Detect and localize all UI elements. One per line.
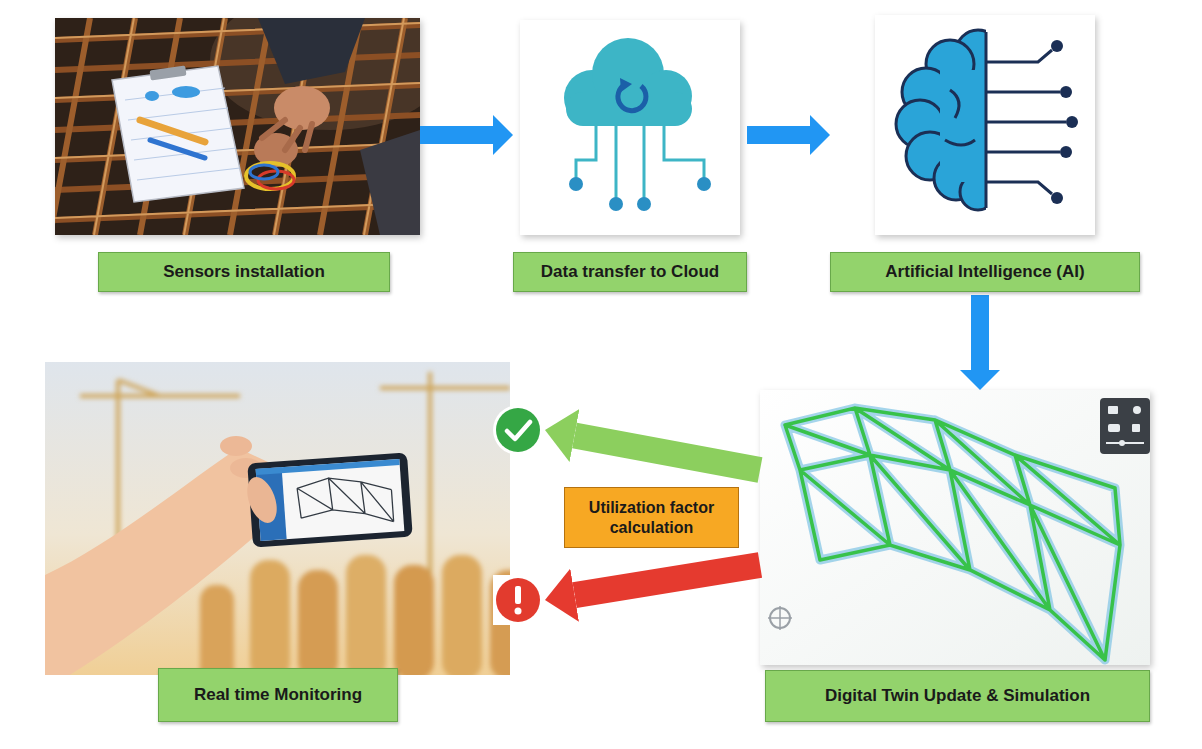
icon-ring bbox=[493, 575, 543, 625]
rebar-highlights bbox=[55, 18, 420, 235]
truss-members bbox=[785, 408, 1120, 660]
screen-truss bbox=[297, 474, 394, 528]
check-mark bbox=[507, 422, 530, 439]
fingers bbox=[262, 120, 312, 150]
icon-panel bbox=[520, 20, 740, 235]
sync-arrowhead bbox=[620, 78, 632, 92]
toolbox-icons bbox=[1106, 406, 1144, 446]
worker-sleeve bbox=[258, 18, 365, 84]
process-panel: Artificial Intelligence (AI) bbox=[830, 15, 1140, 295]
flow-arrow bbox=[971, 295, 989, 370]
label-box: Data transfer to Cloud bbox=[513, 252, 747, 292]
circuit-dot bbox=[1060, 86, 1072, 98]
circuit-dot bbox=[1051, 192, 1063, 204]
node-label: Artificial Intelligence (AI) bbox=[885, 262, 1084, 282]
hand bbox=[45, 448, 268, 675]
truss-members-shade bbox=[785, 408, 1120, 660]
tool-icon bbox=[1108, 424, 1120, 432]
node-label: Utilization factor calculation bbox=[571, 498, 732, 536]
sensor-tag bbox=[172, 86, 200, 98]
building bbox=[442, 555, 482, 675]
label-box: Utilization factor calculation bbox=[564, 487, 739, 548]
alert-icon bbox=[496, 578, 540, 622]
alert-dot bbox=[515, 608, 522, 615]
toolbox bbox=[1100, 398, 1150, 454]
wire-dot bbox=[637, 197, 651, 211]
cloud-wires bbox=[576, 126, 704, 198]
circuit-dot bbox=[1051, 40, 1063, 52]
wire-dot bbox=[697, 177, 711, 191]
process-panel: Digital Twin Update & Simulation bbox=[760, 390, 1150, 725]
worker-leg bbox=[360, 130, 420, 235]
alert-bar bbox=[515, 586, 521, 604]
circuit-lines bbox=[986, 50, 1066, 194]
label-box: Sensors installation bbox=[98, 252, 390, 292]
wire-dot bbox=[609, 197, 623, 211]
node-label: Data transfer to Cloud bbox=[541, 262, 720, 282]
tool-knob bbox=[1119, 440, 1125, 446]
sensor-cable bbox=[250, 165, 278, 179]
paper-lines bbox=[125, 88, 240, 180]
building bbox=[298, 570, 338, 675]
building bbox=[394, 565, 434, 675]
cloud-dots bbox=[569, 177, 711, 211]
screen-bar bbox=[256, 459, 400, 475]
brain-icon bbox=[896, 30, 986, 210]
building bbox=[346, 555, 386, 675]
building bbox=[250, 560, 290, 675]
process-box: Utilization factor calculation bbox=[568, 487, 735, 548]
label-box: Artificial Intelligence (AI) bbox=[830, 252, 1140, 292]
flow-arrow bbox=[574, 435, 760, 470]
sensor-tag bbox=[145, 91, 159, 101]
ok-icon bbox=[496, 408, 540, 452]
icon-ring bbox=[493, 405, 543, 455]
circuit-dot bbox=[1060, 146, 1072, 158]
brain-fold bbox=[945, 90, 975, 145]
process-panel: Real time Monitoring bbox=[45, 362, 545, 725]
model-panel bbox=[760, 390, 1150, 665]
tool-icon bbox=[1108, 406, 1118, 414]
wire-dot bbox=[569, 177, 583, 191]
label-box: Digital Twin Update & Simulation bbox=[765, 670, 1150, 722]
tool-icon bbox=[1132, 424, 1140, 432]
brain-core bbox=[940, 70, 986, 182]
sensor-cable bbox=[246, 163, 294, 189]
marker-pen bbox=[150, 140, 205, 158]
icon-panel bbox=[875, 15, 1095, 235]
rebar-photo bbox=[55, 18, 420, 235]
flow-arrow bbox=[575, 565, 760, 595]
label-box: Real time Monitoring bbox=[158, 668, 398, 722]
view-compass bbox=[768, 606, 792, 630]
tool-icon bbox=[1133, 406, 1141, 414]
building bbox=[200, 585, 234, 675]
flow-arrow bbox=[420, 126, 493, 144]
process-panel: Sensors installation bbox=[55, 18, 420, 295]
node-label: Real time Monitoring bbox=[194, 685, 362, 705]
clipboard bbox=[112, 66, 244, 202]
finger bbox=[220, 436, 252, 456]
process-panel: Data transfer to Cloud bbox=[513, 18, 747, 295]
thumb bbox=[242, 473, 283, 527]
clip bbox=[149, 66, 186, 81]
rebar-bars bbox=[55, 18, 420, 235]
circuit-dots bbox=[1051, 40, 1078, 204]
phone-screen bbox=[256, 459, 405, 541]
monitoring-photo bbox=[45, 362, 510, 675]
node-label: Digital Twin Update & Simulation bbox=[825, 686, 1090, 706]
cloud-icon bbox=[564, 38, 692, 126]
node-label: Sensors installation bbox=[163, 262, 325, 282]
circuit-dot bbox=[1066, 116, 1078, 128]
flow-arrow bbox=[747, 126, 810, 144]
